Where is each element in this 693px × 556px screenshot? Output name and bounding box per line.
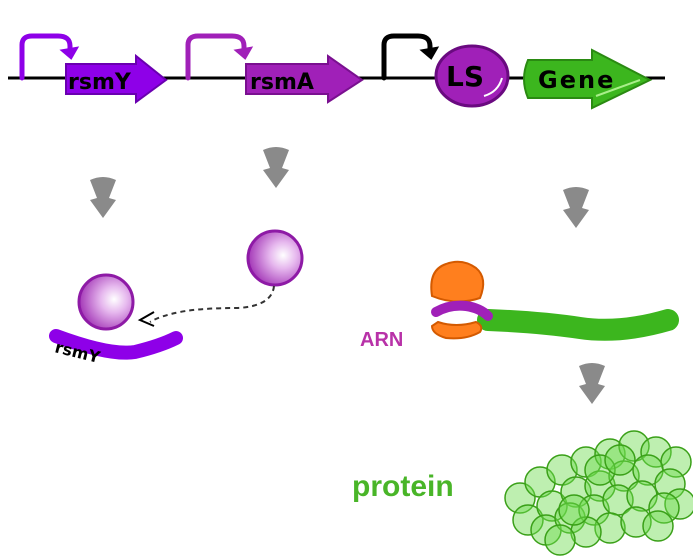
promoter-arrowhead-gene xyxy=(419,46,440,60)
promoter-arrowhead-rsmY xyxy=(59,46,80,60)
binding-arrowhead xyxy=(137,311,155,327)
gene-label-rsmY: rsmY xyxy=(68,70,132,95)
rsmA-protein-bound xyxy=(77,273,135,331)
gene-label-target: Gene xyxy=(538,66,615,94)
gene-arrow-target xyxy=(523,48,653,110)
binding-path-dashed xyxy=(149,285,275,323)
mrna-strand xyxy=(477,309,679,341)
protein-label: protein xyxy=(352,470,454,503)
leader-sequence-rna xyxy=(431,300,493,321)
protein-molecule xyxy=(642,510,674,542)
protein-cluster xyxy=(504,430,693,556)
protein-molecule xyxy=(512,504,544,536)
rsmY-rna-strand xyxy=(49,329,183,360)
rsmA-protein xyxy=(246,229,304,287)
protein-molecule xyxy=(544,524,576,556)
ribosome-small-subunit xyxy=(430,320,483,340)
protein-molecule xyxy=(558,494,590,526)
leader-sequence-label: LS xyxy=(446,60,484,93)
promoter-arrow-gene xyxy=(381,33,433,81)
promoter-arrow-rsmY xyxy=(19,33,73,81)
transcription-arrow-rsmA xyxy=(263,147,289,188)
promoter-arrow-rsmA xyxy=(185,33,247,81)
protein-molecule xyxy=(640,436,672,468)
protein-molecule xyxy=(648,492,680,524)
protein-molecule xyxy=(654,468,686,500)
gene-label-rsmA: rsmA xyxy=(250,70,314,95)
arn-label: ARN xyxy=(360,329,403,351)
promoter-arrowhead-rsmA xyxy=(233,46,254,60)
ribosome-large-subunit xyxy=(430,260,485,303)
protein-molecule xyxy=(604,444,636,476)
transcription-arrow-rsmY xyxy=(90,177,116,218)
gene-arrow-rsmY xyxy=(65,53,168,104)
leader-sequence-circle xyxy=(434,44,510,108)
translation-arrow xyxy=(579,363,605,404)
transcription-arrow-gene xyxy=(563,187,589,228)
gene-arrow-rsmA xyxy=(245,54,364,104)
protein-molecule xyxy=(594,512,626,544)
protein-molecule xyxy=(584,454,616,486)
